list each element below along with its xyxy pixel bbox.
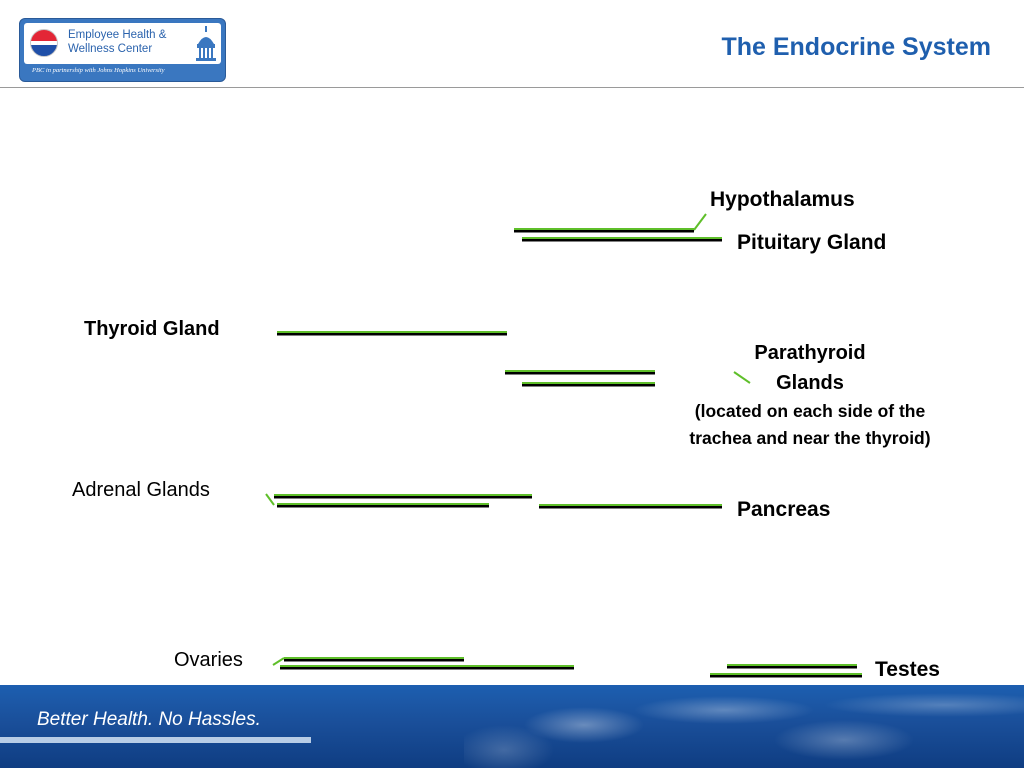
line-thyroid — [277, 331, 507, 336]
label-hypothalamus: Hypothalamus — [710, 188, 855, 211]
footer-accent-bar — [0, 737, 311, 743]
label-thyroid-gland: Thyroid Gland — [84, 318, 220, 340]
logo-text: Employee Health & Wellness Center — [68, 28, 198, 56]
logo-tagline: PBC in partnership with Johns Hopkins Un… — [32, 67, 165, 74]
slide-title: The Endocrine System — [721, 33, 991, 61]
label-pituitary-gland: Pituitary Gland — [737, 231, 887, 254]
line-adrenal — [265, 493, 532, 508]
line-testes — [710, 664, 862, 678]
logo-line-2: Wellness Center — [68, 43, 153, 55]
label-parathyroid-line-1: Parathyroid — [754, 342, 866, 364]
logo-line-1: Employee Health & — [68, 29, 167, 41]
label-adrenal-glands: Adrenal Glands — [72, 479, 210, 501]
label-ovaries: Ovaries — [174, 649, 243, 671]
line-pituitary — [522, 237, 722, 242]
line-parathyroid — [505, 370, 751, 387]
logo-panel: Employee Health & Wellness Center — [24, 23, 221, 64]
line-ovaries — [272, 657, 574, 670]
line-hypothalamus — [514, 213, 707, 233]
parathyroid-note: (located on each side of the trachea and… — [689, 401, 931, 448]
label-testes: Testes — [875, 658, 940, 681]
label-parathyroid-glands: Parathyroid Glands — [700, 338, 920, 398]
header-divider — [0, 87, 1024, 88]
label-pancreas: Pancreas — [737, 498, 831, 521]
footer-banner: Better Health. No Hassles. — [0, 685, 1024, 768]
company-logo: Employee Health & Wellness Center PBC in… — [19, 18, 226, 82]
footer-tagline: Better Health. No Hassles. — [37, 709, 261, 730]
line-pancreas — [539, 504, 722, 509]
label-parathyroid-line-2: Glands — [776, 372, 844, 394]
water-splash-graphic — [464, 685, 1024, 768]
pepsi-globe-icon — [30, 29, 58, 57]
dome-building-icon — [196, 26, 216, 61]
